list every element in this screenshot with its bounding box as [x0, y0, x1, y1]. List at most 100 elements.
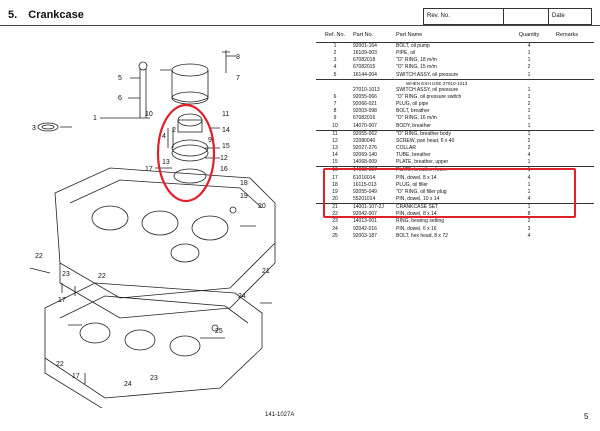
row-part-no: 92055-049 [353, 188, 377, 195]
callout-13: 13 [162, 159, 170, 166]
row-part-no: 92003-187 [353, 232, 377, 239]
callout-25: 25 [215, 328, 223, 335]
row-part-name: PIN, dowel, 8 x 14 [396, 211, 437, 218]
row-part-no: 27010-1013 [353, 86, 380, 93]
row-part-name: PIN, dowel, 8 x 14 [396, 174, 437, 181]
row-ref: 13 [332, 144, 338, 151]
callout-23a: 23 [62, 271, 70, 278]
row-part-no: 14070-007 [353, 122, 377, 129]
callout-19: 19 [240, 193, 248, 200]
row-part-name: PIN, dowel, 6 x 16 [396, 225, 437, 232]
row-ref: 19 [332, 188, 338, 195]
row-ref: 10 [332, 122, 338, 129]
callout-1: 1 [93, 115, 97, 122]
section-title: Crankcase [28, 9, 84, 21]
row-quantity: 8 [527, 211, 531, 218]
callout-9: 9 [208, 137, 212, 144]
row-part-name: SWITCH ASSY, oil pressure [396, 71, 459, 78]
row-part-name: PLATE, breather, lower [396, 167, 448, 174]
row-part-name: "O" RING, oil filler plug [396, 188, 447, 195]
row-quantity: 1 [527, 188, 531, 195]
callout-16: 16 [220, 166, 228, 173]
row-part-name: BOLT, oil pump [396, 43, 430, 49]
row-part-no: 16109-003 [353, 50, 377, 57]
callout-2: 2 [172, 127, 176, 134]
row-ref: 3 [333, 57, 337, 64]
callout-8: 8 [236, 54, 240, 61]
row-ref: 7 [333, 101, 337, 108]
row-part-name: PLATE, breather, upper [396, 159, 449, 166]
row-part-name: BODY, breather [396, 122, 431, 129]
callout-14: 14 [222, 127, 230, 134]
row-quantity: 3 [527, 225, 531, 232]
row-ref: 21 [332, 204, 338, 211]
rev-label: Rev. No. [424, 9, 504, 24]
row-part-no: 67082018 [353, 57, 376, 64]
row-part-no: 92042-016 [353, 225, 377, 232]
callout-7: 7 [236, 75, 240, 82]
callout-24b: 24 [124, 381, 132, 388]
callout-12: 12 [220, 155, 228, 162]
row-part-no: 92055-062 [353, 130, 377, 137]
row-quantity: 4 [527, 152, 531, 159]
row-part-no: 55201014 [353, 195, 376, 202]
row-ref: 15 [332, 159, 338, 166]
callout-22c: 22 [56, 361, 64, 368]
header-part-name: Part Name [396, 32, 423, 38]
row-part-no: 22080040 [353, 137, 376, 144]
row-ref: 24 [332, 225, 338, 232]
row-ref: 2 [333, 50, 337, 57]
row-ref: 11 [332, 130, 338, 137]
page-number: 5 [584, 412, 589, 421]
row-quantity: 4 [527, 43, 531, 49]
row-part-no: 92042-007 [353, 211, 377, 218]
row-ref: 20 [332, 195, 338, 202]
callout-17c: 17 [72, 373, 80, 380]
rev-value-cell [504, 9, 549, 24]
row-quantity: 1 [527, 130, 531, 137]
callout-23b: 23 [150, 375, 158, 382]
row-quantity: 4 [527, 232, 531, 239]
callout-17b: 17 [58, 297, 66, 304]
row-part-name: BOLT, breather [396, 108, 430, 115]
callout-20: 20 [258, 203, 266, 210]
row-part-no: 67082016 [353, 115, 376, 122]
row-part-no: 16115-013 [353, 181, 377, 188]
row-part-no: 61016014 [353, 174, 376, 181]
callout-6: 6 [118, 95, 122, 102]
callout-15: 15 [222, 143, 230, 150]
crankcase-exploded-diagram: 8 7 5 6 10 1 11 2 14 4 15 9 12 3 13 16 1… [29, 50, 276, 408]
header-remarks: Remarks [556, 32, 579, 38]
header-part-no: Part No. [353, 32, 374, 38]
row-part-name: BOLT, hex head, 8 x 72 [396, 232, 448, 239]
row-ref: 18 [332, 181, 338, 188]
callout-3: 3 [32, 125, 36, 132]
row-quantity: 2 [527, 144, 531, 151]
table-row: 19 92055-049 "O" RING, oil filler plug 1 [316, 189, 594, 196]
row-ref: 8 [333, 108, 337, 115]
callout-17a: 17 [145, 166, 153, 173]
row-ref: 16 [332, 167, 338, 174]
parts-table: Ref. No. Part No. Part Name Quantity Rem… [316, 28, 594, 240]
row-quantity: 2 [527, 64, 531, 71]
row-part-name: "O" RING, 15 m/m [396, 64, 437, 71]
row-quantity: 2 [527, 137, 531, 144]
section-number: 5. [8, 9, 18, 21]
row-part-no: 92027-276 [353, 144, 377, 151]
row-ref: 17 [332, 174, 338, 181]
row-part-name: PIN, dowel, 10 x 14 [396, 195, 440, 202]
callout-24a: 24 [238, 293, 246, 300]
callout-10: 10 [145, 111, 153, 118]
